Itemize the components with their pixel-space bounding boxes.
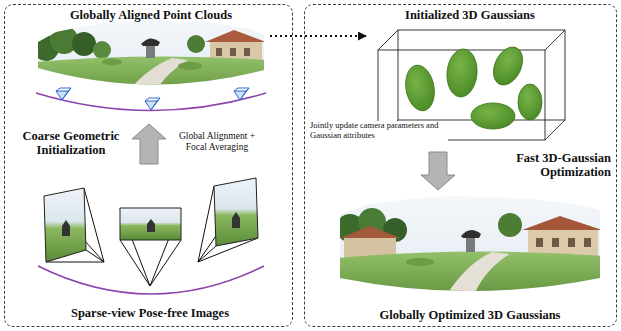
camera-icon [234,88,249,100]
gaussian-ellipsoid [471,103,515,129]
point-cloud-panorama [178,62,202,70]
node-heading: Fast 3D-Gaussian Optimization [497,151,611,180]
camera-frustum [44,188,104,262]
camera-frustum [120,208,181,240]
camera-icon [56,88,71,100]
optimized-panorama [340,226,400,238]
camera-frustum [44,188,86,262]
gaussian-ellipsoid [402,63,438,113]
camera-frustum [198,178,258,262]
node-heading: Coarse Geometric Initialization [13,129,129,158]
annotation-label: Global Alignment + Focal Averaging [172,131,262,153]
gaussian-ellipsoid [402,42,542,129]
camera-frustum [232,212,240,228]
point-cloud-panorama [33,16,266,104]
annotation-label: Jointly update camera parameters and Gau… [308,121,448,141]
gaussian-ellipsoid [518,84,542,120]
optimized-panorama [498,213,522,237]
point-cloud-panorama [141,38,160,46]
camera-icon [234,91,246,100]
dotted-arrow [270,35,366,37]
optimized-panorama [568,238,575,247]
block-arrow [132,124,166,164]
point-cloud-panorama [146,44,155,58]
camera-icon [56,88,71,100]
camera-frustum [120,208,181,286]
optimized-panorama [336,190,602,306]
camera-frustum [147,219,155,232]
optimized-panorama [466,236,475,252]
camera-icon [145,101,157,110]
point-cloud-panorama [244,48,250,56]
gaussian-ellipsoid [445,48,479,98]
camera-frustum [62,220,70,236]
point-cloud-panorama [187,35,205,53]
node-heading: Globally Aligned Point Clouds [34,8,268,22]
node-heading: Sparse-view Pose-free Images [34,306,266,320]
optimized-panorama [536,238,543,247]
point-cloud-panorama [230,48,236,56]
point-cloud-panorama [216,48,222,56]
camera-icon [56,91,68,100]
point-cloud-panorama [118,58,188,104]
camera-frustum [120,208,181,286]
optimized-panorama [338,190,602,306]
figure-node: Sparse-view Pose-free Images [34,166,266,324]
point-cloud-panorama [72,32,96,56]
camera-arc [38,266,264,294]
camera-arc [38,266,264,294]
optimized-panorama [406,258,434,266]
camera-frustum [214,178,258,246]
figure-node: Globally Optimized 3D Gaussians [336,192,604,326]
optimized-panorama [440,252,510,306]
node-heading: Globally Optimized 3D Gaussians [336,308,604,322]
camera-icon [234,88,249,100]
optimized-panorama [584,238,591,247]
stage-panel: Initialized 3D GaussiansGlobally Optimiz… [304,4,617,327]
node-heading: Initialized 3D Gaussians [368,8,572,22]
point-cloud-panorama [36,56,266,104]
camera-frustum [44,188,104,262]
block-arrow [421,152,455,190]
optimized-panorama [552,238,559,247]
point-cloud-panorama [93,41,111,59]
camera-arc [36,93,266,111]
stage-panel: Globally Aligned Point CloudsSparse-view… [4,4,293,327]
camera-arc [36,93,266,111]
figure-node: Globally Aligned Point Clouds [34,6,268,122]
camera-icon [145,98,160,110]
point-cloud-panorama [102,59,122,66]
optimized-panorama [461,230,481,238]
camera-frustum [198,178,258,262]
optimized-panorama [522,216,602,230]
gaussian-ellipsoid [488,42,528,89]
camera-icon [145,98,160,110]
optimized-panorama [338,251,602,306]
point-cloud-panorama [205,30,266,42]
